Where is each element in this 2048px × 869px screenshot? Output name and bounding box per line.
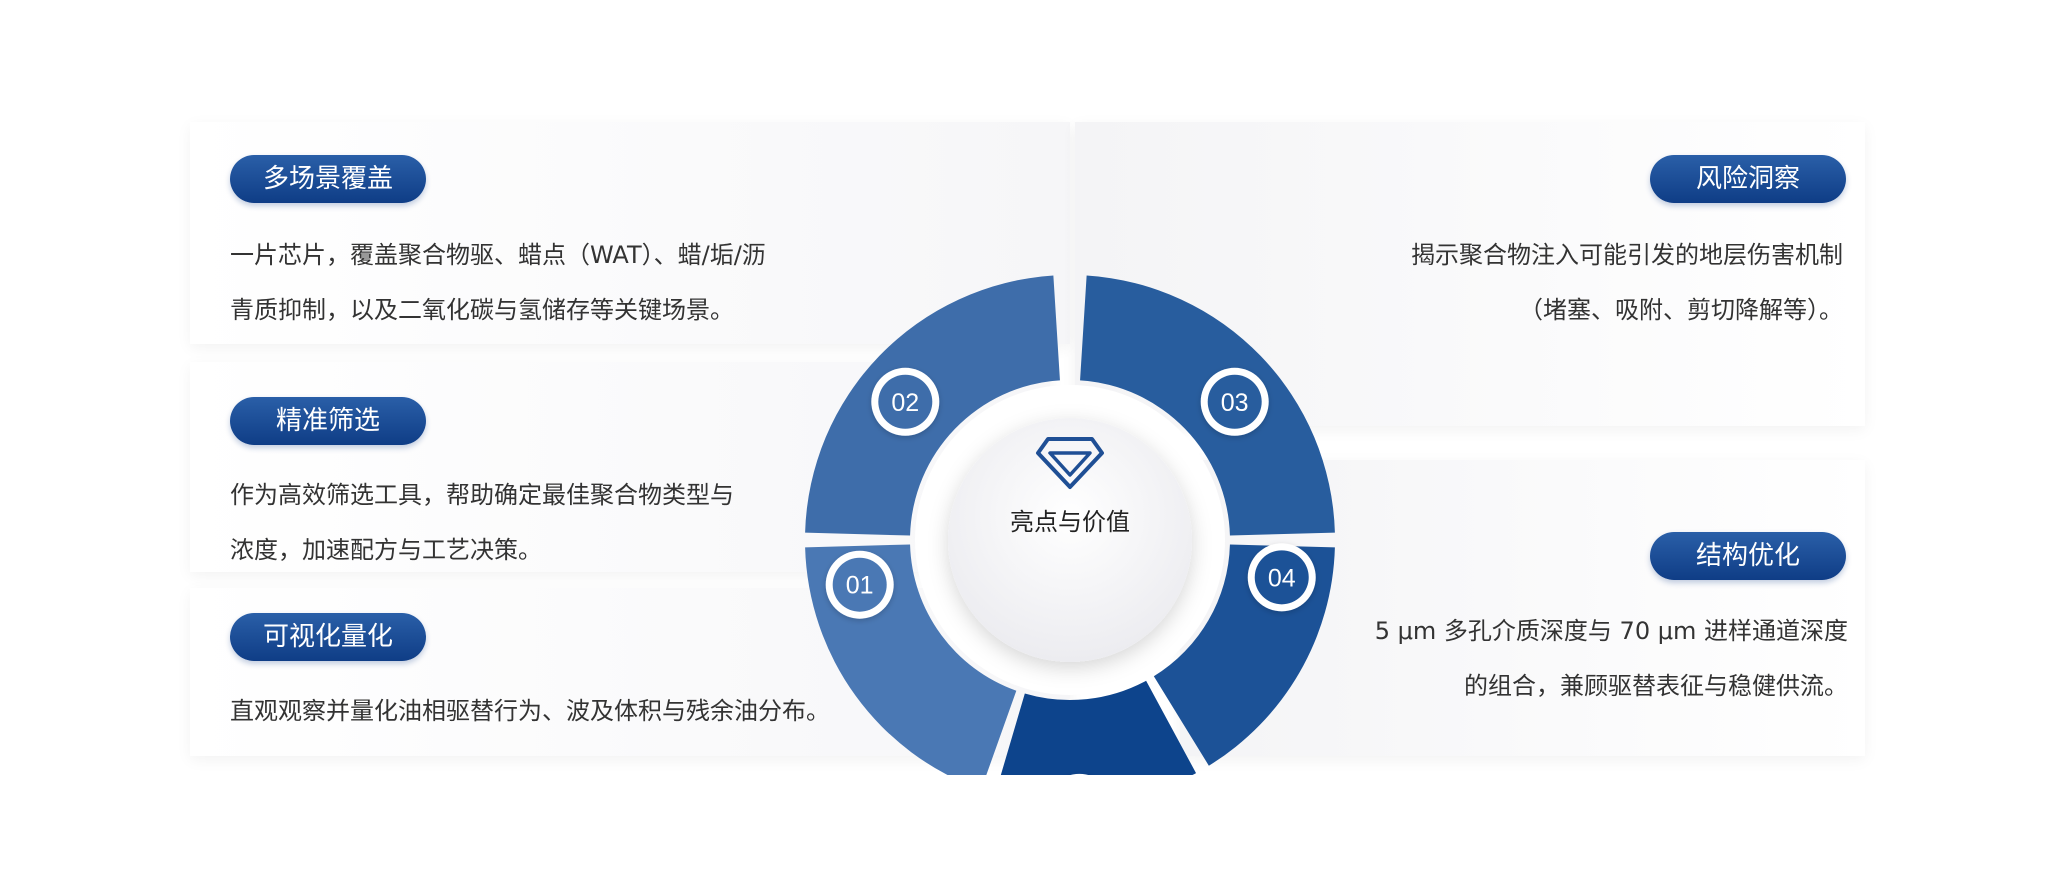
card-title-visual-quantification: 可视化量化 <box>230 613 426 661</box>
card-text-line: 作为高效筛选工具，帮助确定最佳聚合物类型与 <box>230 481 734 509</box>
highlights-ring-diagram: 亮点与价值 01 02 03 04 05 <box>805 275 1335 775</box>
diamond-icon <box>1036 437 1104 489</box>
card-text-line: 5 μm 多孔介质深度与 70 μm 进样通道深度 <box>1374 617 1848 645</box>
segment-number: 01 <box>846 572 874 600</box>
segment-number: 02 <box>891 389 919 417</box>
badge-fill <box>878 374 933 429</box>
card-text-line: 直观观察并量化油相驱替行为、波及体积与残余油分布。 <box>230 697 830 725</box>
card-text-structure-optimization: 5 μm 多孔介质深度与 70 μm 进样通道深度 的组合，兼顾驱替表征与稳健供… <box>1375 604 1848 714</box>
segment-badge-05: 05 <box>1070 773 1089 775</box>
card-title-structure-optimization: 结构优化 <box>1650 532 1846 580</box>
card-title-scene-coverage: 多场景覆盖 <box>230 155 426 203</box>
segment-badge-02: 02 <box>871 367 940 436</box>
card-title-precise-screening: 精准筛选 <box>230 397 426 445</box>
card-text-scene-coverage: 一片芯片，覆盖聚合物驱、蜡点（WAT）、蜡/垢/沥 青质抑制，以及二氧化碳与氢储… <box>230 228 766 338</box>
segment-badge-04: 04 <box>1247 543 1316 612</box>
segment-badge-03: 03 <box>1200 367 1269 436</box>
segment-number: 04 <box>1268 564 1296 592</box>
segment-badges: 01 02 03 04 05 <box>825 367 1316 775</box>
badge-ring <box>1070 773 1089 775</box>
card-text-line: 的组合，兼顾驱替表征与稳健供流。 <box>1464 672 1848 700</box>
card-text-visual-quantification: 直观观察并量化油相驱替行为、波及体积与残余油分布。 <box>230 684 830 739</box>
ring-segment-05 <box>1000 680 1197 775</box>
card-text-risk-insight: 揭示聚合物注入可能引发的地层伤害机制 （堵塞、吸附、剪切降解等）。 <box>1411 228 1843 338</box>
center-disc <box>948 418 1192 662</box>
badge-fill <box>1207 374 1262 429</box>
card-text-line: 揭示聚合物注入可能引发的地层伤害机制 <box>1411 241 1843 269</box>
badge-fill <box>1254 550 1309 605</box>
segment-number: 03 <box>1221 389 1249 417</box>
card-text-line: 浓度，加速配方与工艺决策。 <box>230 536 542 564</box>
card-text-line: （堵塞、吸附、剪切降解等）。 <box>1519 296 1843 324</box>
badge-fill <box>832 557 887 612</box>
center-label: 亮点与价值 <box>1010 509 1130 536</box>
card-text-line: 一片芯片，覆盖聚合物驱、蜡点（WAT）、蜡/垢/沥 <box>230 241 766 269</box>
card-text-precise-screening: 作为高效筛选工具，帮助确定最佳聚合物类型与 浓度，加速配方与工艺决策。 <box>230 468 734 578</box>
card-title-risk-insight: 风险洞察 <box>1650 155 1846 203</box>
card-text-line: 青质抑制，以及二氧化碳与氢储存等关键场景。 <box>230 296 734 324</box>
segment-badge-01: 01 <box>825 550 894 619</box>
